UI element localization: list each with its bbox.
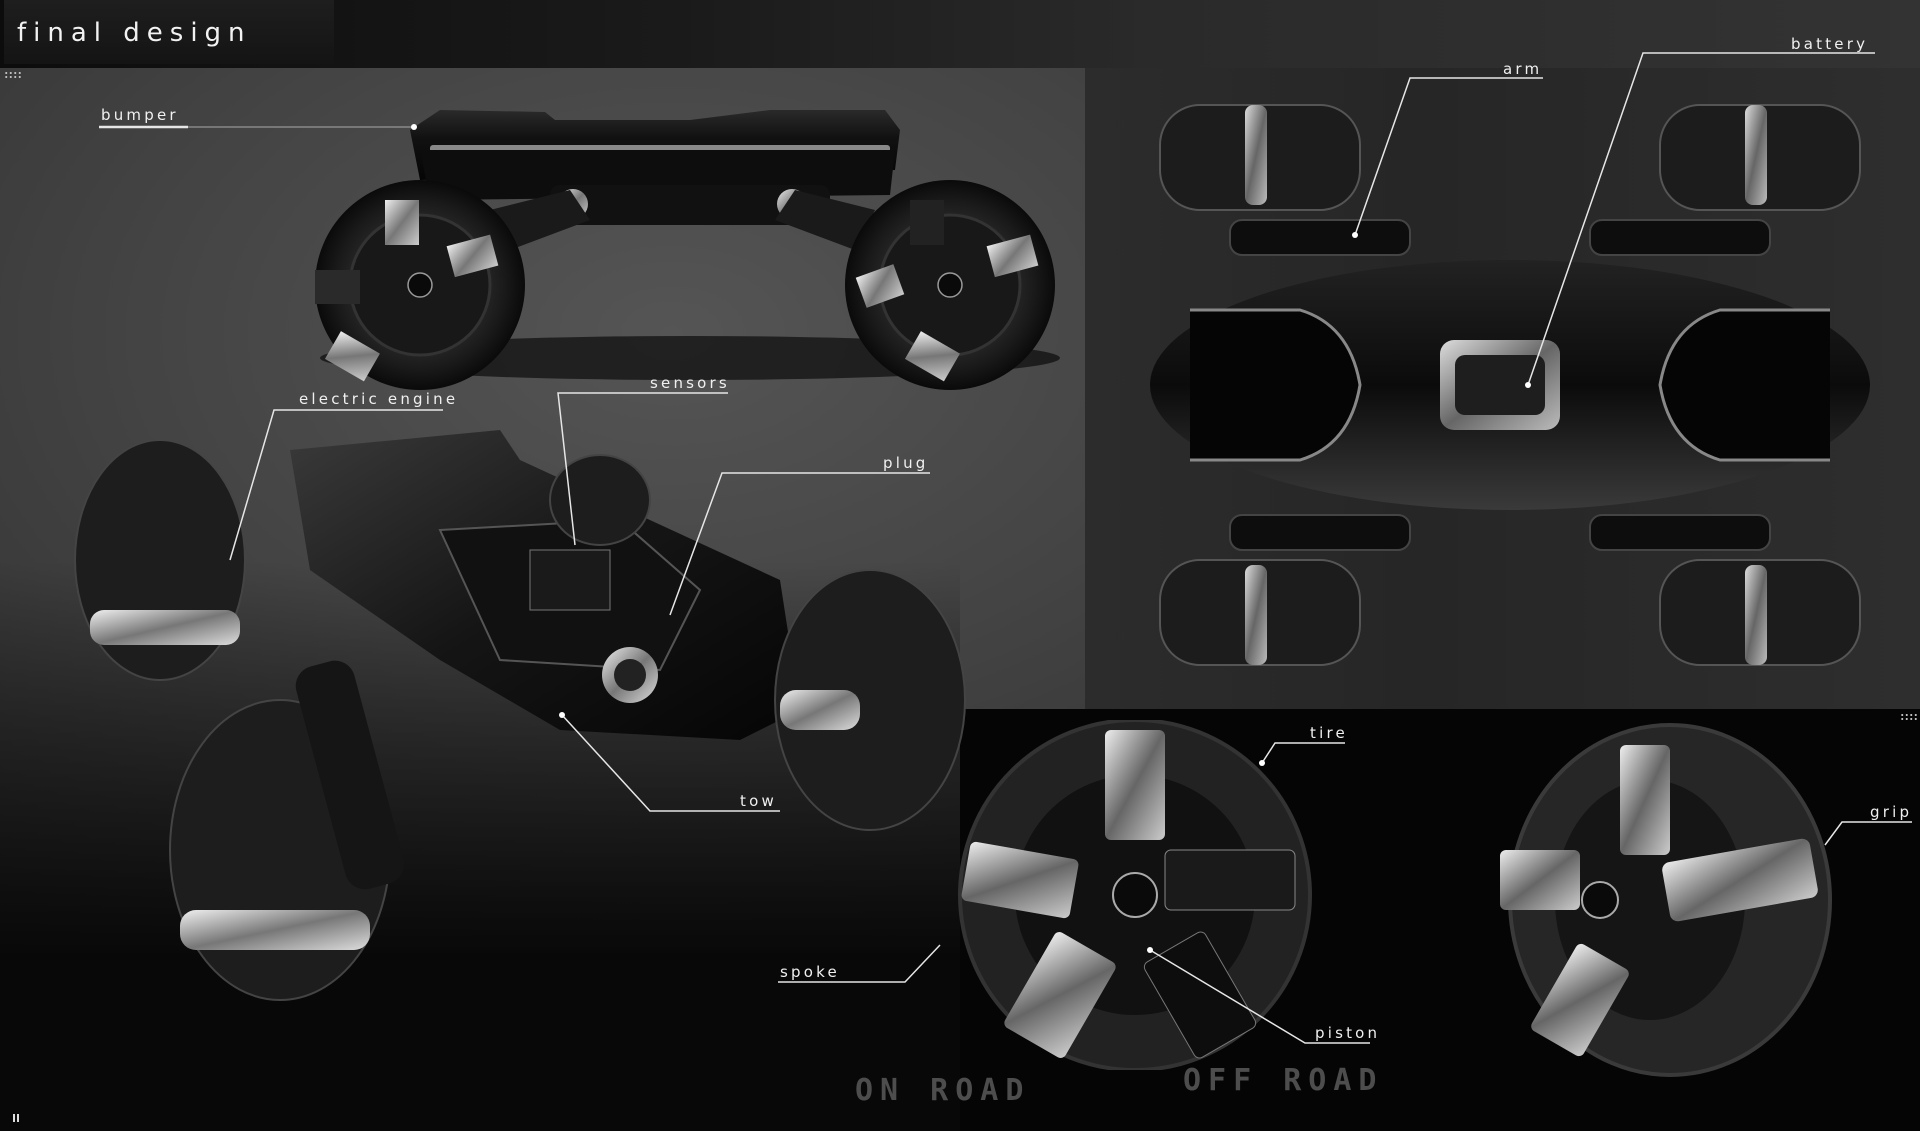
page-title: final design <box>17 18 252 48</box>
pause-icon <box>13 1114 19 1122</box>
side-view-render <box>315 110 1060 390</box>
callout-tire: tire <box>1310 724 1348 742</box>
callout-piston: piston <box>1315 1024 1381 1042</box>
callout-grip: grip <box>1870 803 1913 821</box>
callout-battery: battery <box>1791 35 1869 53</box>
callout-bumper: bumper <box>101 106 179 124</box>
off-road-caption: OFF ROAD <box>1183 1063 1384 1098</box>
callout-sensors: sensors <box>650 374 730 392</box>
dot-grid-icon <box>1900 713 1918 721</box>
on-road-wheel-render <box>958 720 1312 1070</box>
callout-arm: arm <box>1503 60 1543 78</box>
header-tab <box>4 0 334 64</box>
callout-spoke: spoke <box>780 963 840 981</box>
perspective-view-render <box>74 430 966 1001</box>
dot-grid-icon <box>4 71 22 79</box>
callout-plug: plug <box>883 454 929 472</box>
off-road-wheel-render <box>1500 723 1832 1077</box>
on-road-caption: ON ROAD <box>855 1073 1031 1108</box>
top-view-render <box>1150 104 1870 666</box>
callout-electric-engine: electric engine <box>299 390 459 408</box>
callout-tow: tow <box>740 792 777 810</box>
